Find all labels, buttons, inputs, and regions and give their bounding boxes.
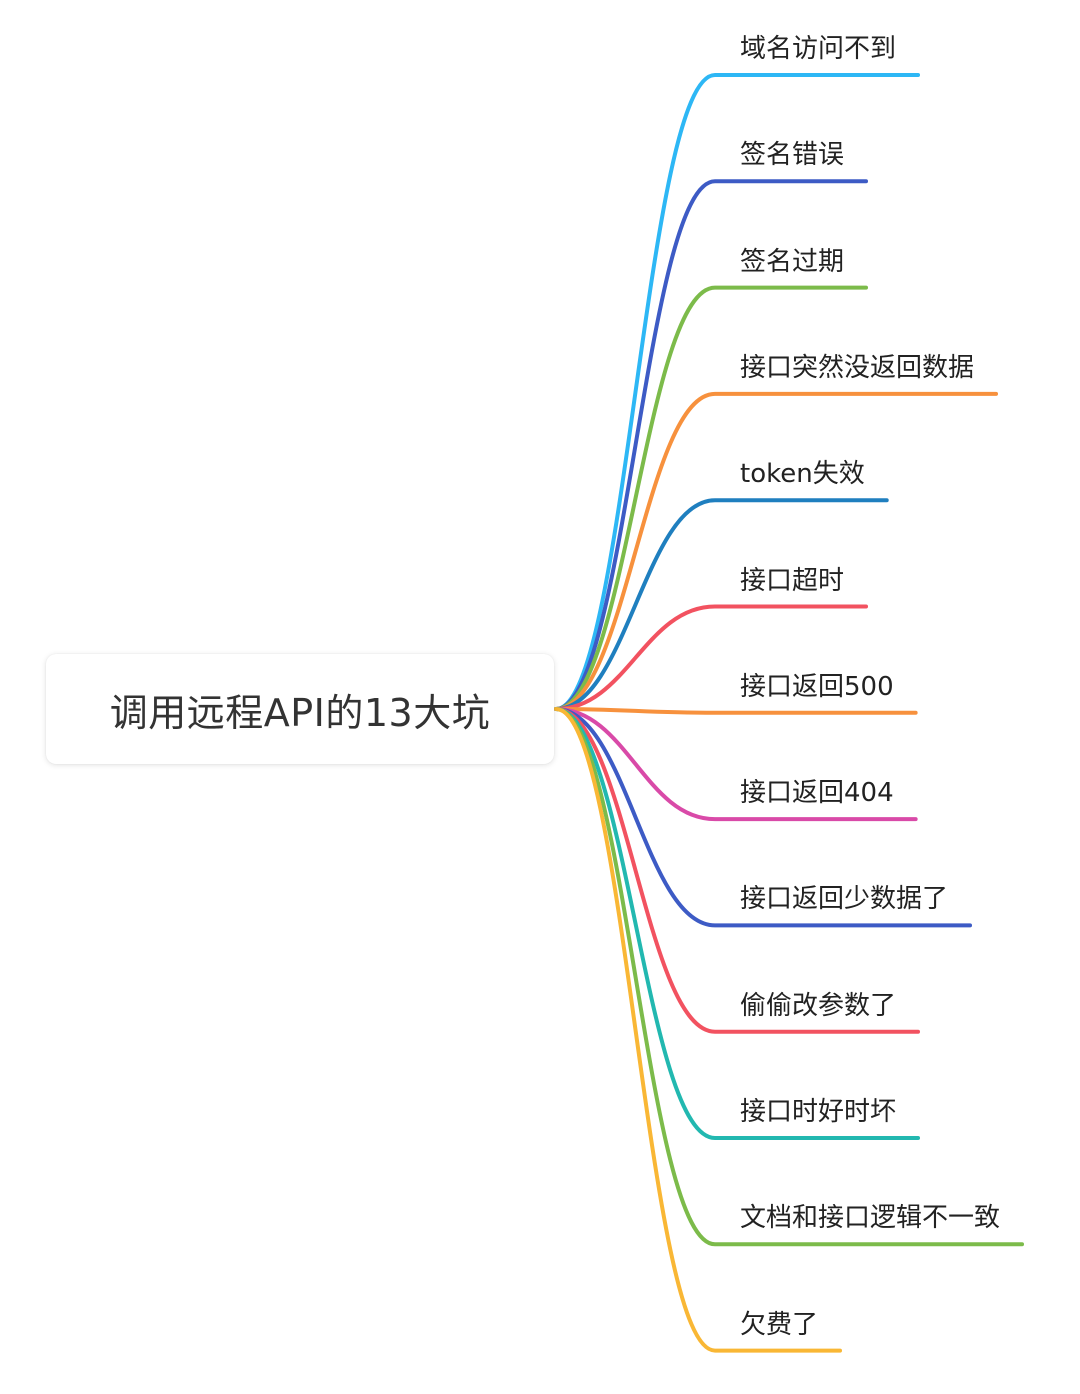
branch-label-7[interactable]: 接口返回500 xyxy=(740,671,894,702)
branch-label-13[interactable]: 欠费了 xyxy=(740,1309,819,1340)
branch-connector-4 xyxy=(554,391,999,711)
branch-label-11[interactable]: 接口时好时坏 xyxy=(740,1097,897,1127)
branch-connector-2 xyxy=(554,179,869,711)
branch-connector-10 xyxy=(554,707,921,1034)
branch-label-9[interactable]: 接口返回少数据了 xyxy=(740,884,949,915)
branch-connector-7 xyxy=(554,707,918,715)
branch-label-12[interactable]: 文档和接口逻辑不一致 xyxy=(740,1203,1001,1234)
branch-connector-6 xyxy=(554,604,869,711)
branch-connector-9 xyxy=(554,707,973,928)
root-label: 调用远程API的13大坑 xyxy=(109,690,491,735)
branch-label-8[interactable]: 接口返回404 xyxy=(740,778,894,809)
branch-connector-13 xyxy=(554,707,843,1353)
root-node[interactable]: 调用远程API的13大坑 xyxy=(46,654,554,764)
branch-label-2[interactable]: 签名错误 xyxy=(740,140,845,171)
branch-label-3[interactable]: 签名过期 xyxy=(740,246,845,277)
branch-connector-11 xyxy=(554,707,921,1140)
branch-connector-12 xyxy=(554,707,1025,1247)
branch-connector-5 xyxy=(554,498,889,711)
branch-label-10[interactable]: 偷偷改参数了 xyxy=(740,990,897,1021)
branch-connector-3 xyxy=(554,285,869,711)
branch-label-6[interactable]: 接口超时 xyxy=(740,565,845,596)
branch-connector-8 xyxy=(554,707,918,822)
branch-label-1[interactable]: 域名访问不到 xyxy=(740,34,897,64)
branch-connector-1 xyxy=(554,73,921,711)
branch-label-5[interactable]: token失效 xyxy=(740,459,865,490)
branch-label-4[interactable]: 接口突然没返回数据 xyxy=(740,352,975,383)
